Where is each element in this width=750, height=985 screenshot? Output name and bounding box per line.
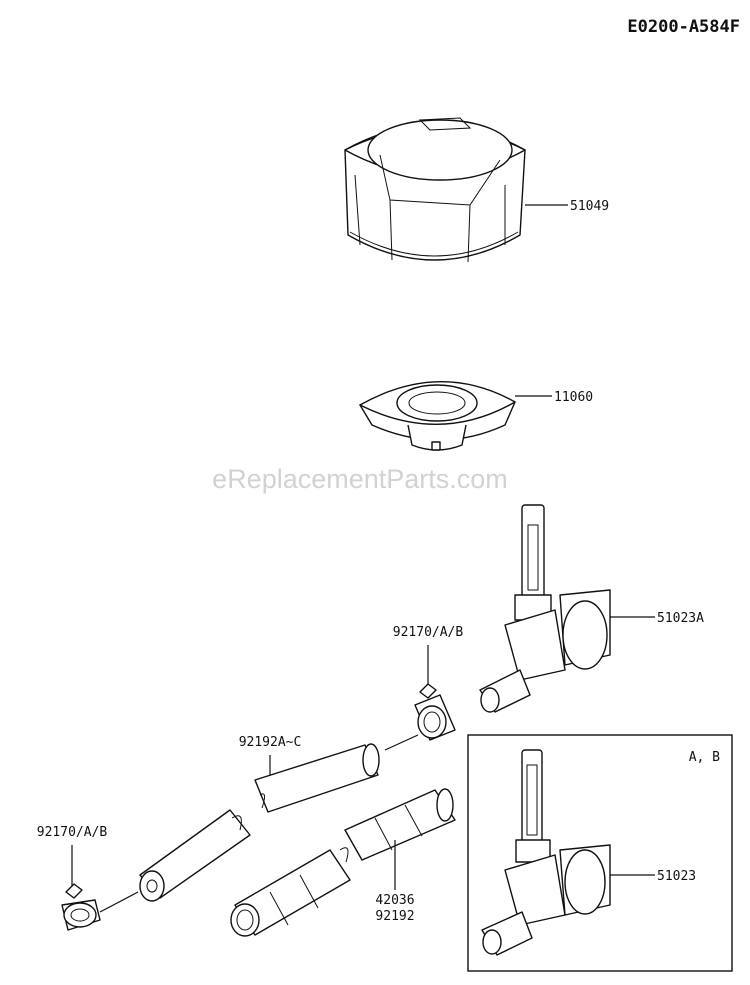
fuel-cock-inset-icon: [481, 749, 611, 956]
label-fuel-cock-inset: 51023: [657, 869, 696, 884]
fuel-cock-a-icon: [479, 504, 611, 713]
fuel-cap-icon: [344, 117, 526, 263]
label-fuel-cap: 51049: [570, 199, 609, 214]
fuel-hose-icon: [139, 743, 380, 902]
cap-gasket-icon: [359, 381, 516, 451]
label-hose-part-b: 92192: [375, 909, 414, 924]
label-fuel-cock-a: 51023A: [657, 611, 704, 626]
hose-assembly-icon: [230, 788, 456, 937]
label-clamp-upper: 92170/A/B: [393, 625, 464, 640]
inset-box: [467, 734, 733, 972]
clamp-lower-icon: [61, 883, 101, 931]
label-hose-part-a: 42036: [375, 893, 414, 908]
watermark: eReplacementParts.com: [212, 464, 508, 494]
label-fuel-hose: 92192A~C: [239, 735, 302, 750]
label-clamp-lower: 92170/A/B: [37, 825, 108, 840]
label-cap-gasket: 11060: [554, 390, 593, 405]
inset-label: A, B: [689, 750, 720, 765]
diagram-code: E0200-A584F: [627, 17, 740, 37]
clamp-upper-icon: [414, 683, 456, 741]
